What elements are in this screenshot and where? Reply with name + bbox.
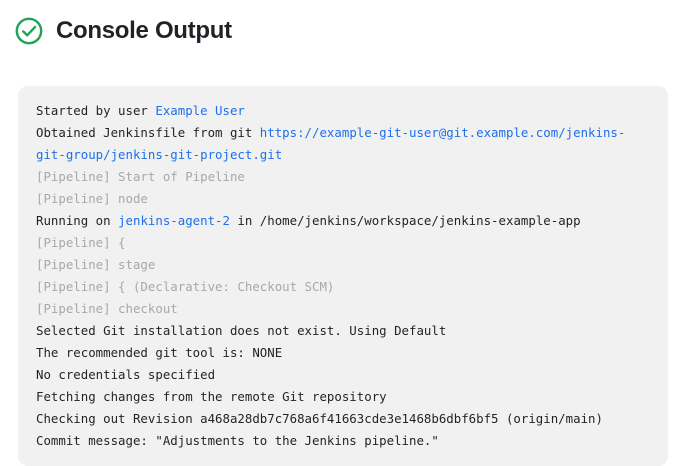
log-text: [Pipeline] Start of Pipeline bbox=[36, 169, 245, 184]
log-link[interactable]: jenkins-agent-2 bbox=[118, 213, 230, 228]
log-text: The recommended git tool is: NONE bbox=[36, 345, 283, 360]
log-line-pipeline-declarative-checkout-scm: [Pipeline] { (Declarative: Checkout SCM) bbox=[36, 276, 652, 298]
log-text: Commit message: "Adjustments to the Jenk… bbox=[36, 433, 439, 448]
log-text: Fetching changes from the remote Git rep… bbox=[36, 389, 387, 404]
log-link[interactable]: Example User bbox=[155, 103, 245, 118]
log-text: No credentials specified bbox=[36, 367, 216, 382]
log-line-checking-out-revision: Checking out Revision a468a28db7c768a6f4… bbox=[36, 408, 652, 430]
log-text: Running on bbox=[36, 213, 119, 228]
log-text: [Pipeline] node bbox=[36, 191, 148, 206]
log-line-no-credentials-specified: No credentials specified bbox=[36, 364, 652, 386]
log-line-selected-git-installation: Selected Git installation does not exist… bbox=[36, 320, 652, 342]
log-line-started-by-user: Started by user Example User bbox=[36, 100, 652, 122]
log-text: in /home/jenkins/workspace/jenkins-examp… bbox=[229, 213, 581, 228]
log-text: [Pipeline] { (Declarative: Checkout SCM) bbox=[36, 279, 335, 294]
log-text: Checking out Revision a468a28db7c768a6f4… bbox=[36, 411, 603, 426]
log-line-obtained-jenkinsfile: Obtained Jenkinsfile from git https://ex… bbox=[36, 122, 652, 166]
log-line-running-on-agent: Running on jenkins-agent-2 in /home/jenk… bbox=[36, 210, 652, 232]
log-line-pipeline-node: [Pipeline] node bbox=[36, 188, 652, 210]
log-line-pipeline-stage: [Pipeline] stage bbox=[36, 254, 652, 276]
log-text: [Pipeline] { bbox=[36, 235, 126, 250]
log-line-recommended-git-tool: The recommended git tool is: NONE bbox=[36, 342, 652, 364]
log-text: Started by user bbox=[36, 103, 156, 118]
log-text: [Pipeline] stage bbox=[36, 257, 156, 272]
log-line-pipeline-start-of-pipeline: [Pipeline] Start of Pipeline bbox=[36, 166, 652, 188]
log-text: Obtained Jenkinsfile from git bbox=[36, 125, 260, 140]
log-line-fetching-changes: Fetching changes from the remote Git rep… bbox=[36, 386, 652, 408]
log-line-pipeline-checkout: [Pipeline] checkout bbox=[36, 298, 652, 320]
log-text: [Pipeline] checkout bbox=[36, 301, 178, 316]
page-title: Console Output bbox=[56, 17, 232, 44]
log-line-commit-message: Commit message: "Adjustments to the Jenk… bbox=[36, 430, 652, 452]
log-link[interactable]: https://example-git-user@git.example.com… bbox=[36, 125, 626, 162]
log-text: Selected Git installation does not exist… bbox=[36, 323, 447, 338]
log-line-pipeline-open-brace: [Pipeline] { bbox=[36, 232, 652, 254]
page-header: Console Output bbox=[0, 0, 686, 48]
check-circle-icon bbox=[15, 17, 43, 45]
